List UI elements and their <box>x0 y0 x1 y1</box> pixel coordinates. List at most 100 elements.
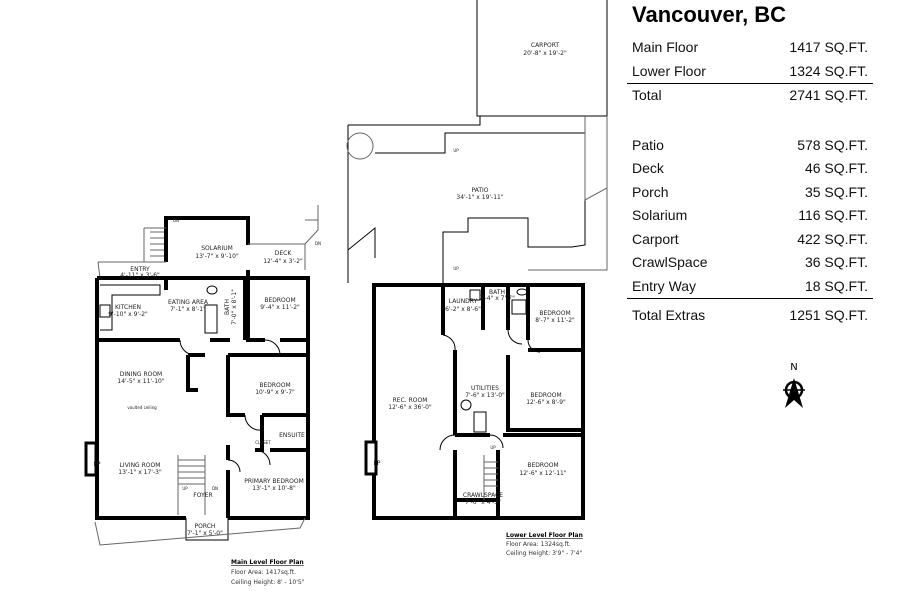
main-level-ceiling-height: Ceiling Height: 8' - 10'5" <box>231 579 305 586</box>
room-label: PORCH <box>195 523 216 530</box>
room-dims: 12'-6" x 12'-11" <box>519 470 566 477</box>
stair-label: DN <box>173 218 179 223</box>
room-label: LAUNDRY <box>449 298 478 305</box>
row-label: Patio <box>632 136 664 153</box>
summary-row: Lower Floor 1324 SQ.FT. <box>627 60 873 84</box>
fireplace-label: FP <box>93 461 100 468</box>
room-dims: 14'-5" x 11'-10" <box>117 378 164 385</box>
room-dims: 13'-1" x 17'-3" <box>118 469 162 476</box>
room-label: EATING AREA <box>168 299 209 306</box>
main-level-labels: SOLARIUM 13'-7" x 9'-10" ENTRY 4'-11" x … <box>93 218 321 586</box>
lower-level-caption-title: Lower Level Floor Plan <box>506 532 583 539</box>
lower-level-labels: CARPORT 20'-8" x 19'-2" PATIO 34'-1" x 1… <box>373 42 582 557</box>
room-label: DECK <box>275 250 293 257</box>
main-level-floor-area: Floor Area: 1417sq.ft. <box>231 569 296 576</box>
extras-row: Carport 422 SQ.FT. <box>627 228 873 252</box>
page-title: Vancouver, BC <box>632 2 787 27</box>
row-label: Main Floor <box>632 39 699 55</box>
room-label: PRIMARY BEDROOM <box>244 478 304 485</box>
lower-level-floor-area: Floor Area: 1324sq.ft. <box>506 541 571 548</box>
row-label: Total <box>632 87 662 103</box>
main-level-plan <box>84 205 319 546</box>
room-dims: 13'-1" x 10'-8" <box>252 485 296 492</box>
row-value: 1251 SQ.FT. <box>789 307 868 323</box>
summary-row: Main Floor 1417 SQ.FT. <box>627 36 873 60</box>
extras-total-row: Total Extras 1251 SQ.FT. <box>627 298 873 327</box>
row-value: 18 SQ.FT. <box>804 277 868 294</box>
extras-row: CrawlSpace 36 SQ.FT. <box>627 251 873 275</box>
closet-label: CLOSET <box>255 440 271 445</box>
room-label: CRAWLSPACE <box>463 492 503 499</box>
row-value: 578 SQ.FT. <box>797 136 868 153</box>
room-label: LIVING ROOM <box>120 462 161 469</box>
row-label: Deck <box>632 160 664 176</box>
row-label: Entry Way <box>632 277 697 294</box>
stair-label: UP <box>453 148 459 153</box>
room-label: BEDROOM <box>264 297 295 304</box>
stair-label: UP <box>182 486 188 491</box>
extras-row: Solarium 116 SQ.FT. <box>627 204 873 228</box>
compass-label: N <box>790 362 797 373</box>
extras-row: Entry Way 18 SQ.FT. <box>627 275 873 299</box>
stair-label: UP <box>453 266 459 271</box>
extras-row: Patio 578 SQ.FT. <box>627 134 873 158</box>
room-label: BATH <box>489 289 505 296</box>
room-dims: 7'-6" x 4'-3" <box>465 499 501 506</box>
room-dims: 10'-9" x 9'-7" <box>255 389 295 396</box>
row-label: Carport <box>632 230 679 247</box>
room-dims: 12'-4" x 3'-2" <box>263 258 303 265</box>
room-label: SOLARIUM <box>201 245 233 252</box>
room-dims: 20'-8" x 19'-2" <box>523 50 567 57</box>
row-label: Solarium <box>632 207 688 223</box>
room-dims: 7'-6" x 13'-0" <box>465 392 505 399</box>
room-label: BEDROOM <box>539 310 570 317</box>
room-label: REC. ROOM <box>393 397 428 404</box>
main-level-caption-title: Main Level Floor Plan <box>231 559 304 566</box>
room-dims: 12'-6" x 36'-0" <box>388 404 432 411</box>
room-label: BEDROOM <box>530 392 561 399</box>
room-label: BEDROOM <box>527 462 558 469</box>
row-value: 1417 SQ.FT. <box>789 39 868 55</box>
note-label: vaulted ceiling <box>127 405 157 410</box>
room-label: UTILITIES <box>471 385 499 392</box>
room-label: ENSUITE <box>279 432 305 439</box>
row-label: Total Extras <box>632 307 706 323</box>
room-label: KITCHEN <box>115 304 141 311</box>
room-label: DINING ROOM <box>120 371 162 378</box>
room-dims: 7'-1" x 5'-0" <box>187 530 223 537</box>
room-label: FOYER <box>193 492 212 499</box>
room-label: CARPORT <box>531 42 560 49</box>
stair-label: UP <box>490 445 496 450</box>
room-label: ENTRY <box>130 266 150 273</box>
room-dims: 13'-7" x 9'-10" <box>195 253 239 260</box>
row-label: Lower Floor <box>632 62 706 79</box>
room-label: PATIO <box>471 187 488 194</box>
row-value: 116 SQ.FT. <box>798 207 868 223</box>
row-value: 1324 SQ.FT. <box>789 62 868 79</box>
room-dims: 7'-1" x 8'-1" <box>170 306 206 313</box>
stair-label: DN <box>212 486 218 491</box>
room-label: BATH <box>224 299 231 315</box>
north-arrow-icon: N <box>783 362 805 408</box>
room-dims: 9'-10" x 9'-2" <box>108 311 148 318</box>
room-label: BEDROOM <box>259 382 290 389</box>
room-dims: 8'-7" x 11'-2" <box>535 317 575 324</box>
room-dims: 4'-11" x 3'-6" <box>120 272 160 279</box>
room-dims: 12'-6" x 8'-9" <box>526 399 566 406</box>
lower-level-ceiling-height: Ceiling Height: 3'9" - 7'4" <box>506 550 582 557</box>
room-dims: 6'-2" x 8'-6" <box>445 306 481 313</box>
room-dims: 7'-0" x 8'-1" <box>231 289 238 325</box>
lower-level-plan <box>346 0 608 520</box>
row-value: 36 SQ.FT. <box>804 254 868 270</box>
row-label: Porch <box>632 183 669 200</box>
room-dims: 9'-4" x 11'-2" <box>260 304 300 311</box>
stair-label: DN <box>315 241 321 246</box>
room-dims: 7'-4" x 7'-7" <box>479 295 515 302</box>
room-dims: 34'-1" x 19'-11" <box>456 194 503 201</box>
row-label: CrawlSpace <box>632 254 708 270</box>
row-value: 422 SQ.FT. <box>797 230 868 247</box>
fireplace-label: FP <box>373 460 380 467</box>
